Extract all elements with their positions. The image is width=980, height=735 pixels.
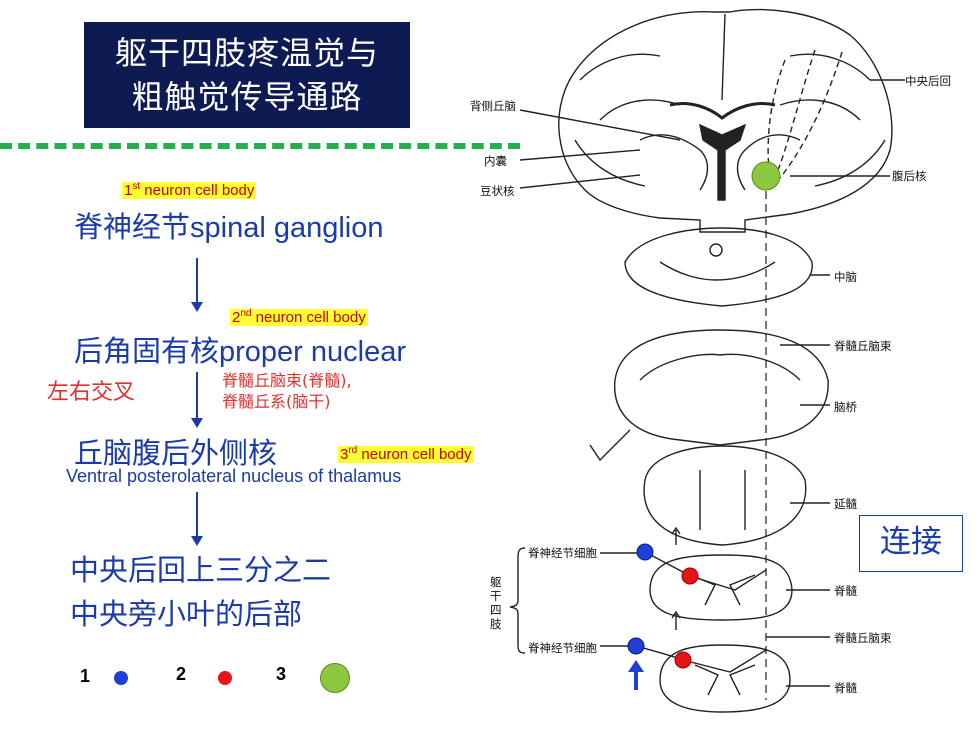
- connect-button[interactable]: 连接: [859, 515, 963, 572]
- legend-num-1: 1: [80, 666, 91, 686]
- legend-dot-2-icon: [218, 671, 232, 685]
- horn-neuron-2b: [674, 651, 692, 669]
- label-spinal-cord-2: 脊髓: [834, 681, 857, 695]
- arrow-3-line: [196, 492, 198, 538]
- tract-line-1: 脊髓丘脑束(脊髓),: [222, 371, 352, 390]
- label-lentiform: 豆状核: [480, 184, 515, 198]
- arrow-down-icon: [191, 302, 203, 312]
- legend-dot-1-icon: [114, 671, 128, 685]
- label-st-tract-2: 脊髓丘脑束: [834, 631, 892, 645]
- cortex-line-2: 中央旁小叶的后部: [70, 597, 303, 631]
- spinal-cord-upper: [649, 554, 793, 621]
- label-internal-capsule: 内囊: [484, 154, 507, 168]
- pathway-diagram: [509, 8, 905, 713]
- step-proper-nuclear: 后角固有核proper nuclear: [74, 334, 407, 368]
- tag-neuron-3: 3rd neuron cell body: [338, 445, 474, 463]
- midbrain-outline: [624, 227, 813, 307]
- ganglion-neuron-1b: [627, 637, 645, 655]
- legend-num-3: 3: [276, 664, 287, 684]
- label-medulla: 延髓: [834, 497, 857, 511]
- label-central-post: 中央后回: [905, 74, 951, 88]
- label-pons: 脑桥: [834, 400, 857, 414]
- legend-dot-3-icon: [320, 663, 350, 693]
- title-line-1: 躯干四肢疼温觉与: [114, 34, 379, 72]
- spinal-cord-lower: [659, 644, 791, 713]
- label-spinal-ganglion-1: 脊神经节细胞: [528, 546, 597, 560]
- title-line-2: 粗触觉传导通路: [131, 78, 363, 116]
- step-spinal-ganglion: 脊神经节spinal ganglion: [74, 210, 384, 244]
- title-box: 躯干四肢疼温觉与 粗触觉传导通路: [84, 22, 410, 128]
- label-vpl: 腹后核: [892, 169, 927, 183]
- tag-neuron-1: 1st neuron cell body: [122, 181, 257, 199]
- vpl-neuron-3-marker: [751, 161, 781, 191]
- tag-neuron-2: 2nd neuron cell body: [230, 308, 368, 326]
- cortex-line-1: 中央后回上三分之二: [70, 553, 332, 587]
- tract-line-2: 脊髓丘系(脑干): [222, 392, 331, 411]
- green-dashed-divider: [0, 143, 520, 149]
- step-vpl: 丘脑腹后外侧核: [74, 436, 278, 470]
- label-thalamus: 背侧丘脑: [470, 99, 516, 113]
- tract-names: 脊髓丘脑束(脊髓), 脊髓丘系(脑干): [222, 370, 352, 412]
- brain-outline: [558, 8, 893, 233]
- label-spinal-cord-1: 脊髓: [834, 584, 857, 598]
- legend-num-2: 2: [176, 664, 187, 684]
- crossing-label: 左右交叉: [47, 380, 136, 405]
- label-st-tract-1: 脊髓丘脑束: [834, 339, 892, 353]
- input-up-arrow-icon: [628, 660, 644, 690]
- arrow-down-icon: [191, 536, 203, 546]
- ganglion-neuron-1a: [636, 543, 654, 561]
- label-midbrain: 中脑: [834, 270, 857, 284]
- horn-neuron-2a: [681, 567, 699, 585]
- pons-outline: [614, 329, 829, 446]
- label-trunk-limbs: 躯干四肢: [490, 575, 502, 631]
- arrow-1-line: [196, 258, 198, 304]
- vpl-english: Ventral posterolateral nucleus of thalam…: [66, 466, 402, 486]
- medulla-outline: [643, 445, 807, 546]
- label-spinal-ganglion-2: 脊神经节细胞: [528, 641, 597, 655]
- arrow-2-line: [196, 372, 198, 422]
- step-cortex: 中央后回上三分之二 中央旁小叶的后部: [70, 548, 331, 636]
- arrow-down-icon: [191, 418, 203, 428]
- legend: 1 2 3: [72, 662, 372, 693]
